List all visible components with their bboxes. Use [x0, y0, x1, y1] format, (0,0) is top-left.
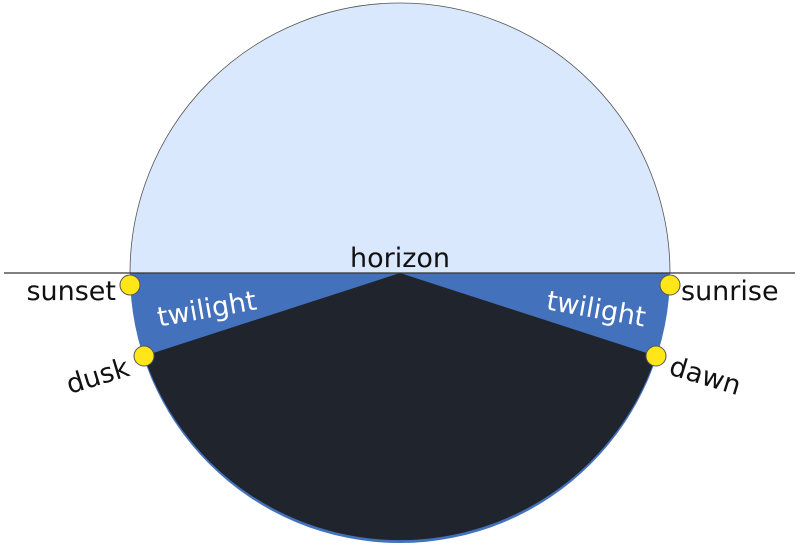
dusk-label: dusk — [63, 352, 134, 400]
dawn-marker — [645, 345, 667, 367]
dawn-label: dawn — [666, 351, 745, 402]
day-sky-region — [129, 2, 671, 274]
dusk-marker — [133, 345, 155, 367]
night-region — [144, 273, 656, 541]
sunrise-marker — [659, 274, 681, 296]
horizon-label: horizon — [350, 243, 450, 274]
sunrise-label: sunrise — [681, 276, 779, 307]
sunset-label: sunset — [26, 276, 116, 307]
sunset-marker — [119, 274, 141, 296]
